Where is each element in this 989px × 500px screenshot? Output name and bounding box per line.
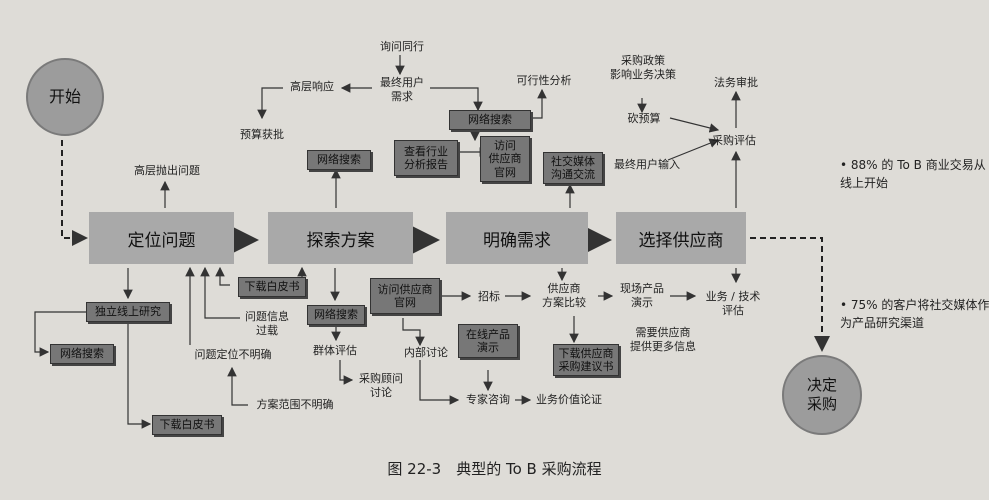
download-whitepaper-box: 下载白皮书 bbox=[152, 415, 222, 435]
web-search-box: 网络搜索 bbox=[307, 305, 365, 325]
label-budget-approval: 预算获批 bbox=[240, 128, 284, 141]
bullet-text: 88% 的 To B 商业交易从线上开始 bbox=[840, 158, 986, 190]
stage-locate-problem: 定位问题 bbox=[89, 212, 234, 264]
label-vendor-compare: 供应商 方案比较 bbox=[542, 282, 586, 310]
social-media-box: 社交媒体 沟通交流 bbox=[543, 152, 603, 184]
online-demo-box: 在线产品 演示 bbox=[458, 324, 518, 358]
arrow-visit-to-internal bbox=[402, 318, 425, 347]
stage-clarify-needs: 明确需求 bbox=[446, 212, 588, 264]
stage-explore-solution: 探索方案 bbox=[268, 212, 413, 264]
web-search-box: 网络搜索 bbox=[449, 110, 531, 130]
label-need-more-info: 需要供应商 提供更多信息 bbox=[630, 326, 696, 354]
arrow-overload-to-locate bbox=[200, 266, 240, 319]
download-vendor-docs-box: 下载供应商 采购建议书 bbox=[553, 344, 619, 376]
label-procurement-consultant: 采购顾问 讨论 bbox=[359, 372, 403, 400]
label-cut-budget: 砍预算 bbox=[627, 112, 661, 125]
label-procurement-eval: 采购评估 bbox=[712, 134, 756, 147]
arrow-search-to-feasibility bbox=[532, 88, 547, 119]
arrow-download-to-locate bbox=[215, 266, 230, 286]
arrow-internal-to-expert bbox=[419, 360, 460, 405]
label-end-user-input: 最终用户输入 bbox=[614, 158, 680, 171]
label-internal-discussion: 内部讨论 bbox=[404, 346, 448, 359]
arrow-research-to-search bbox=[34, 311, 88, 357]
label-business-value: 业务价值论证 bbox=[536, 393, 602, 406]
web-search-box: 网络搜索 bbox=[307, 150, 371, 170]
label-feasibility: 可行性分析 bbox=[516, 74, 572, 87]
arrow-cut-to-eval bbox=[669, 117, 720, 133]
label-procurement-policy: 采购政策 影响业务决策 bbox=[610, 54, 676, 82]
figure-caption: 图 22-3 典型的 To B 采购流程 bbox=[387, 460, 602, 478]
label-tender: 招标 bbox=[478, 290, 500, 303]
visit-vendor-site-box: 访问 供应商 官网 bbox=[480, 136, 530, 182]
bullet-stat-online: • 88% 的 To B 商业交易从线上开始 bbox=[840, 158, 986, 190]
start-node: 开始 bbox=[26, 58, 104, 136]
visit-vendor-site-box: 访问供应商 官网 bbox=[370, 278, 440, 314]
label-onsite-demo: 现场产品 演示 bbox=[620, 282, 664, 310]
label-exec-raise-issue: 高层抛出问题 bbox=[134, 164, 200, 177]
label-group-eval: 群体评估 bbox=[313, 344, 357, 357]
label-solution-scope-unclear: 方案范围不明确 bbox=[256, 398, 334, 411]
download-whitepaper-box: 下载白皮书 bbox=[238, 277, 306, 297]
web-search-box: 网络搜索 bbox=[50, 344, 114, 364]
arrow-scope-to-unclear bbox=[227, 366, 248, 406]
dashed-start-to-locate bbox=[61, 140, 88, 246]
stage-select-vendor: 选择供应商 bbox=[616, 212, 746, 264]
arrow-input-to-eval bbox=[667, 138, 720, 161]
label-problem-unclear: 问题定位不明确 bbox=[194, 348, 272, 361]
label-biz-tech-eval: 业务 / 技术 评估 bbox=[705, 290, 761, 318]
label-legal-approval: 法务审批 bbox=[714, 76, 758, 89]
arrow-research-to-download bbox=[127, 322, 152, 429]
dashed-vendor-to-decision bbox=[750, 237, 830, 352]
arrow-group-to-consult bbox=[339, 360, 354, 385]
arrow-exec-to-budget bbox=[257, 87, 283, 120]
label-ask-peers: 询问同行 bbox=[380, 40, 424, 53]
label-problem-info-overload: 问题信息 过载 bbox=[245, 310, 289, 338]
label-end-user-needs: 最终用户 需求 bbox=[380, 76, 424, 104]
bullet-stat-social: • 75% 的客户将社交媒体作为产品研究渠道 bbox=[840, 298, 989, 330]
label-exec-response: 高层响应 bbox=[290, 80, 334, 93]
decision-node: 决定 采购 bbox=[782, 355, 862, 435]
industry-report-box: 查看行业 分析报告 bbox=[394, 140, 458, 176]
bullet-text: 75% 的客户将社交媒体作为产品研究渠道 bbox=[840, 298, 989, 330]
label-expert-consult: 专家咨询 bbox=[466, 393, 510, 406]
independent-research-box: 独立线上研究 bbox=[86, 302, 170, 322]
arrow-enduser-to-search bbox=[430, 87, 483, 112]
